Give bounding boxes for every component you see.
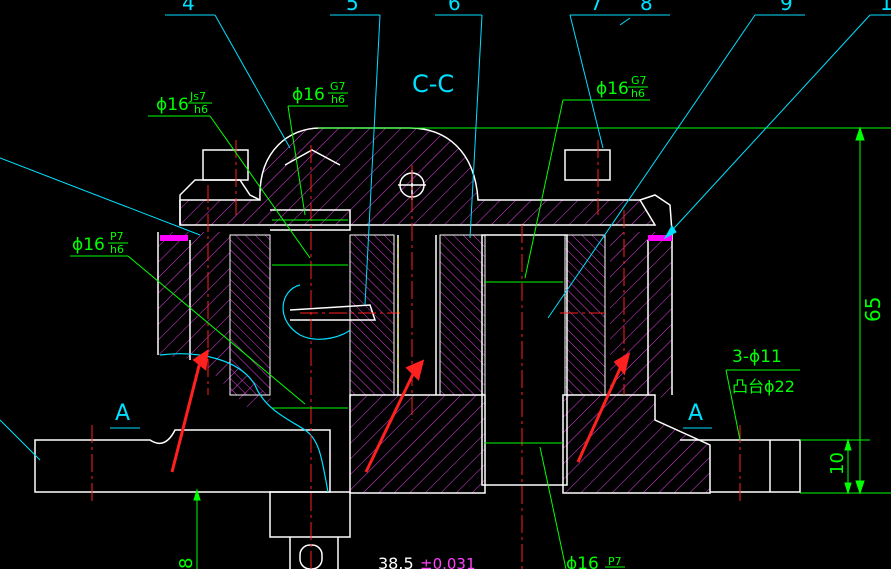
holes-note-line1: 3-ϕ11: [732, 347, 782, 367]
force-arrows: [170, 348, 631, 473]
svg-text:h6: h6: [110, 243, 124, 256]
view-marker-right: A: [688, 401, 703, 426]
balloon-8: 8: [640, 0, 653, 15]
balloon-1: 1: [880, 0, 891, 15]
dimensions: [70, 99, 891, 569]
dim-height-65: 65: [861, 297, 885, 322]
svg-text:ϕ16: ϕ16: [596, 79, 629, 99]
balloon-7: 7: [590, 0, 603, 15]
break-line-2: [282, 284, 351, 340]
svg-text:Js7: Js7: [189, 90, 206, 103]
left-wall-hatch: [158, 232, 272, 410]
svg-text:ϕ16: ϕ16: [72, 235, 105, 255]
hatched-sections: [158, 127, 711, 494]
svg-text:h6: h6: [331, 93, 345, 106]
fit-g7-left: ϕ16 G7 h6: [292, 80, 348, 106]
svg-text:±0.031: ±0.031: [420, 555, 476, 569]
svg-text:P7: P7: [110, 230, 124, 243]
dim-bottom: 38.5 ±0.031: [378, 554, 476, 569]
svg-text:38.5: 38.5: [378, 554, 414, 569]
svg-text:ϕ16: ϕ16: [292, 85, 325, 105]
dim-left-8: 8: [176, 558, 197, 569]
base-hatch: [349, 394, 486, 494]
right-wall-hatch: [610, 232, 672, 400]
balloon-9: 9: [780, 0, 793, 15]
left-bushing-hatch: [229, 234, 271, 396]
balloon-4: 4: [182, 0, 195, 15]
section-label: C-C: [412, 70, 454, 98]
pin-marks: [160, 235, 672, 241]
center-block-hatch-2: [439, 234, 486, 396]
top-cap-hatch: [179, 127, 657, 226]
fit-g7-right: ϕ16 G7 h6: [596, 74, 648, 100]
left-flange: [34, 429, 331, 493]
fit-p7-bottom: ϕ16 P7: [566, 554, 625, 569]
svg-text:G7: G7: [631, 74, 647, 87]
balloon-6: 6: [448, 0, 461, 15]
svg-text:h6: h6: [194, 103, 208, 116]
fit-js7: ϕ16 Js7 h6: [156, 90, 212, 116]
view-marker-left: A: [115, 401, 130, 426]
svg-text:G7: G7: [330, 80, 346, 93]
holes-note-line2: 凸台ϕ22: [732, 377, 795, 396]
fit-p7-left: ϕ16 P7 h6: [72, 230, 128, 256]
base-hatch-right: [562, 394, 711, 494]
right-bushing-hatch: [564, 234, 606, 396]
svg-text:P7: P7: [608, 555, 622, 568]
svg-text:h6: h6: [631, 87, 645, 100]
svg-text:ϕ16: ϕ16: [566, 554, 599, 569]
balloon-5: 5: [346, 0, 359, 15]
balloon-leaders: [0, 14, 891, 461]
center-block-hatch: [349, 234, 395, 396]
svg-text:ϕ16: ϕ16: [156, 95, 189, 115]
dim-base-10: 10: [827, 452, 848, 475]
